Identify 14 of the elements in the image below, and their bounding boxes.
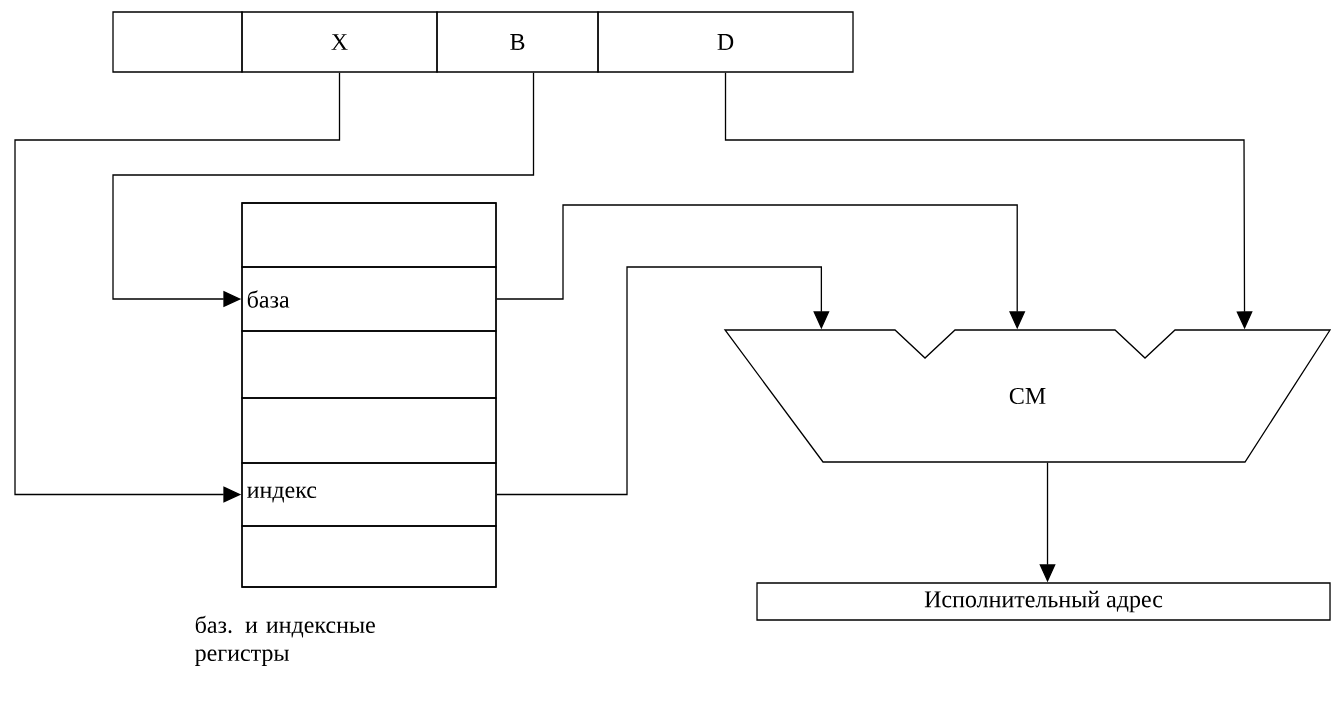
address-box: Исполнительный адрес xyxy=(756,582,1331,621)
register-cell xyxy=(241,397,497,464)
register-cell xyxy=(241,202,497,268)
arrow xyxy=(496,266,830,496)
register-cell: индекс xyxy=(241,462,497,527)
instruction-field: B xyxy=(436,11,599,73)
arrow xyxy=(14,72,341,503)
register-cell xyxy=(241,525,497,588)
register-cell: база xyxy=(241,266,497,332)
register-cell xyxy=(241,330,497,399)
register-caption: баз. и индексные регистры xyxy=(195,615,375,666)
instruction-field: D xyxy=(597,11,854,73)
instruction-field xyxy=(112,11,243,73)
instruction-field: X xyxy=(241,11,438,73)
